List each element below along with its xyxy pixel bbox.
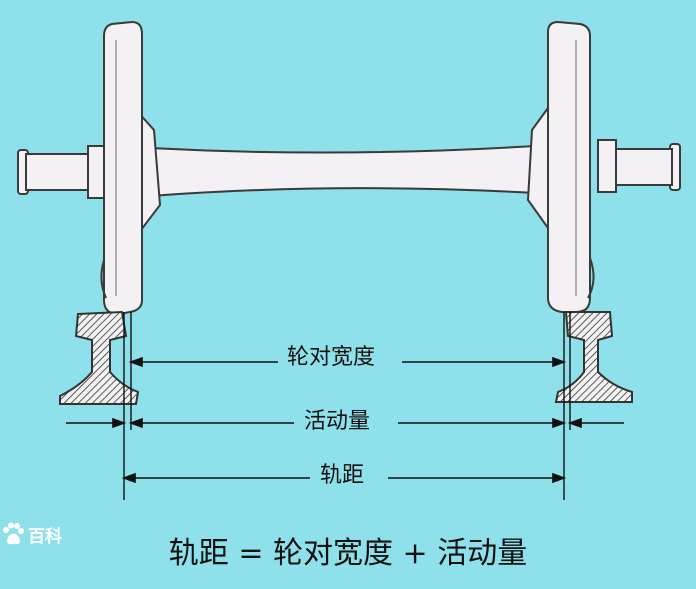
left-journal — [17, 145, 105, 199]
reference-lines — [123, 312, 571, 500]
right-wheel — [547, 20, 595, 313]
dim-line-track-gauge — [121, 472, 567, 484]
right-journal — [597, 139, 681, 193]
label-track-gauge: 轨距 — [316, 465, 369, 487]
watermark: 百科 — [0, 521, 62, 547]
formula-caption: 轨距 = 轮对宽度 + 活动量 — [168, 536, 528, 571]
baidu-paw-icon — [3, 522, 24, 545]
right-rail — [554, 311, 633, 403]
label-play: 活动量 — [300, 411, 375, 433]
dim-line-wheel-width — [128, 356, 567, 368]
dim-line-play — [66, 417, 624, 429]
watermark-text: 百科 — [28, 526, 62, 547]
label-wheel-width: 轮对宽度 — [283, 347, 380, 369]
axle-shaft — [149, 144, 536, 198]
right-wheel-hub — [526, 104, 549, 232]
left-wheel — [100, 20, 143, 316]
left-rail — [59, 310, 140, 405]
